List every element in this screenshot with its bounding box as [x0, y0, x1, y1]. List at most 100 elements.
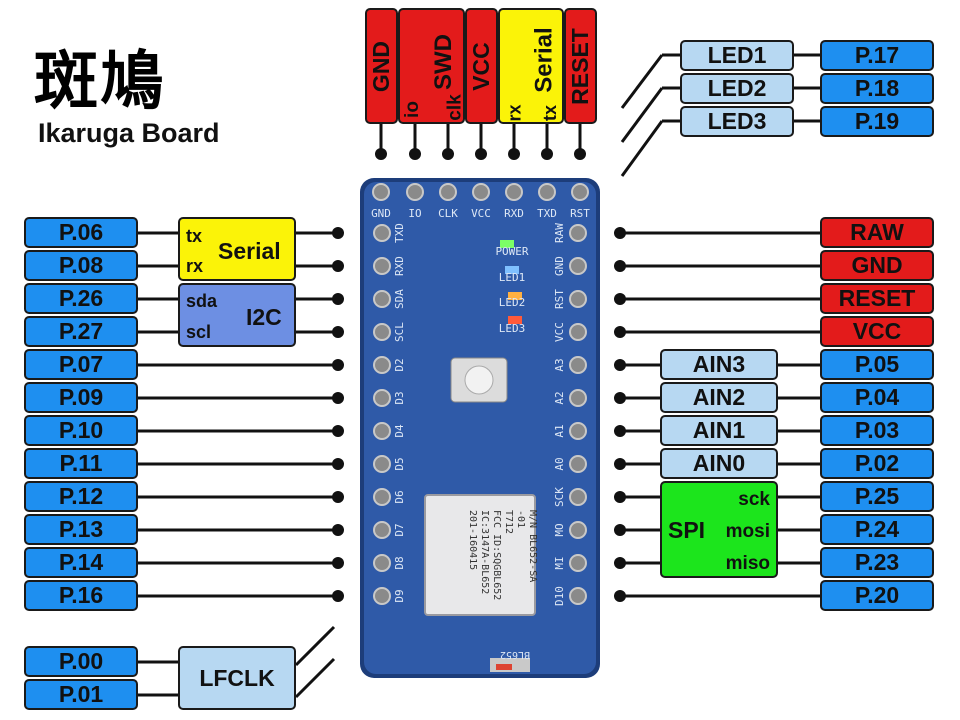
- left-pin-7: P.10: [24, 415, 138, 446]
- board-silk-right: D10: [553, 586, 566, 606]
- right-wire-dot: [614, 326, 626, 338]
- left-pin-hole: [374, 588, 390, 604]
- led-wire-diagonal: [622, 121, 662, 176]
- left-wire-dot: [332, 524, 344, 536]
- top-gnd-label: GND: [370, 40, 393, 91]
- board-silk-right: RST: [553, 289, 566, 309]
- right-wire-dot: [614, 359, 626, 371]
- module-marking: BL652: [500, 649, 530, 660]
- board-silk-top: RXD: [504, 207, 524, 220]
- top-serial-tx: tx: [541, 105, 559, 121]
- left-wire-dot: [332, 491, 344, 503]
- top-vcc-label: VCC: [470, 42, 493, 91]
- board-silk-right: VCC: [553, 322, 566, 342]
- left-pin-hole: [374, 423, 390, 439]
- right-pin-10: P.24: [820, 514, 934, 545]
- right-wire-dot: [614, 557, 626, 569]
- right-pin-hole: [570, 390, 586, 406]
- top-wire-dot: [442, 148, 454, 160]
- board-silk-left: TXD: [393, 223, 406, 243]
- left-pin-1: P.06: [24, 217, 138, 248]
- module-text: FCC ID:SQGBL652: [491, 510, 502, 600]
- left-i2c-sda: sda: [186, 292, 217, 310]
- top-pin-hole: [572, 184, 588, 200]
- right-pin-hole: [570, 456, 586, 472]
- board-silk-right: A1: [553, 424, 566, 437]
- board-silk-left: D5: [393, 457, 406, 470]
- top-swd-clk: clk: [446, 94, 465, 120]
- module-text: -01: [515, 510, 526, 528]
- board-silk-led: LED3: [499, 322, 526, 335]
- board-silk-left: D2: [393, 358, 406, 371]
- led3-pin: P.19: [820, 106, 934, 137]
- right-pin-hole: [570, 588, 586, 604]
- board-silk-left: D6: [393, 490, 406, 503]
- left-i2c-scl: scl: [186, 323, 211, 341]
- lfclk-box: LFCLK: [178, 646, 296, 710]
- top-pin-hole: [473, 184, 489, 200]
- top-pin-hole: [539, 184, 555, 200]
- top-swd-io: io: [403, 101, 422, 118]
- left-pin-6: P.09: [24, 382, 138, 413]
- right-wire-dot: [614, 491, 626, 503]
- left-i2c-title: I2C: [246, 306, 282, 329]
- analog-ain2: AIN2: [660, 382, 778, 413]
- board-silk-top: CLK: [438, 207, 458, 220]
- left-i2c-group: sda scl I2C: [178, 283, 296, 347]
- top-wire-dot: [409, 148, 421, 160]
- right-wire-dot: [614, 590, 626, 602]
- board-silk-right: SCK: [553, 487, 566, 507]
- top-wire-dot: [375, 148, 387, 160]
- left-wire-dot: [332, 590, 344, 602]
- analog-ain1: AIN1: [660, 415, 778, 446]
- left-pin-3: P.26: [24, 283, 138, 314]
- right-pin-4: VCC: [820, 316, 934, 347]
- led-wire-diagonal: [622, 88, 662, 142]
- led1-label: LED1: [680, 40, 794, 71]
- left-wire-dot: [332, 392, 344, 404]
- top-swd-title: SWD: [432, 34, 456, 90]
- right-wire-dot: [614, 293, 626, 305]
- module-text: IC:3147A-BL652: [479, 510, 490, 594]
- right-wire-dot: [614, 260, 626, 272]
- top-pin-hole: [373, 184, 389, 200]
- left-wire-dot: [332, 359, 344, 371]
- lfclk-pin-1: P.00: [24, 646, 138, 677]
- board-silk-right: RAW: [553, 223, 566, 243]
- left-wire-dot: [332, 260, 344, 272]
- left-wire-dot: [332, 425, 344, 437]
- left-pin-12: P.16: [24, 580, 138, 611]
- right-pin-hole: [570, 258, 586, 274]
- right-wire-dot: [614, 524, 626, 536]
- right-pin-12: P.20: [820, 580, 934, 611]
- led1-pin: P.17: [820, 40, 934, 71]
- top-pin-hole: [506, 184, 522, 200]
- right-pin-3: RESET: [820, 283, 934, 314]
- right-pin-hole: [570, 489, 586, 505]
- board-silk-led: LED2: [499, 296, 526, 309]
- left-pin-hole: [374, 258, 390, 274]
- board-silk-left: SCL: [393, 322, 406, 342]
- led2-label: LED2: [680, 73, 794, 104]
- analog-ain3: AIN3: [660, 349, 778, 380]
- board-silk-left: D3: [393, 391, 406, 404]
- left-pin-10: P.13: [24, 514, 138, 545]
- left-pin-5: P.07: [24, 349, 138, 380]
- top-pin-hole: [407, 184, 423, 200]
- right-pin-2: GND: [820, 250, 934, 281]
- board-silk-led: POWER: [495, 245, 528, 258]
- board-silk-top: RST: [570, 207, 590, 220]
- left-wire-dot: [332, 227, 344, 239]
- antenna-chip: [496, 664, 512, 670]
- board-silk-top: VCC: [471, 207, 491, 220]
- left-wire-dot: [332, 293, 344, 305]
- right-pin-6: P.04: [820, 382, 934, 413]
- title-cjk: 斑鳩: [34, 30, 166, 122]
- lfclk-diagonal: [296, 627, 334, 665]
- top-gnd-box: GND: [365, 8, 398, 124]
- lfclk-pin-2: P.01: [24, 679, 138, 710]
- left-pin-hole: [374, 522, 390, 538]
- left-pin-hole: [374, 357, 390, 373]
- right-pin-hole: [570, 357, 586, 373]
- right-wire-dot: [614, 392, 626, 404]
